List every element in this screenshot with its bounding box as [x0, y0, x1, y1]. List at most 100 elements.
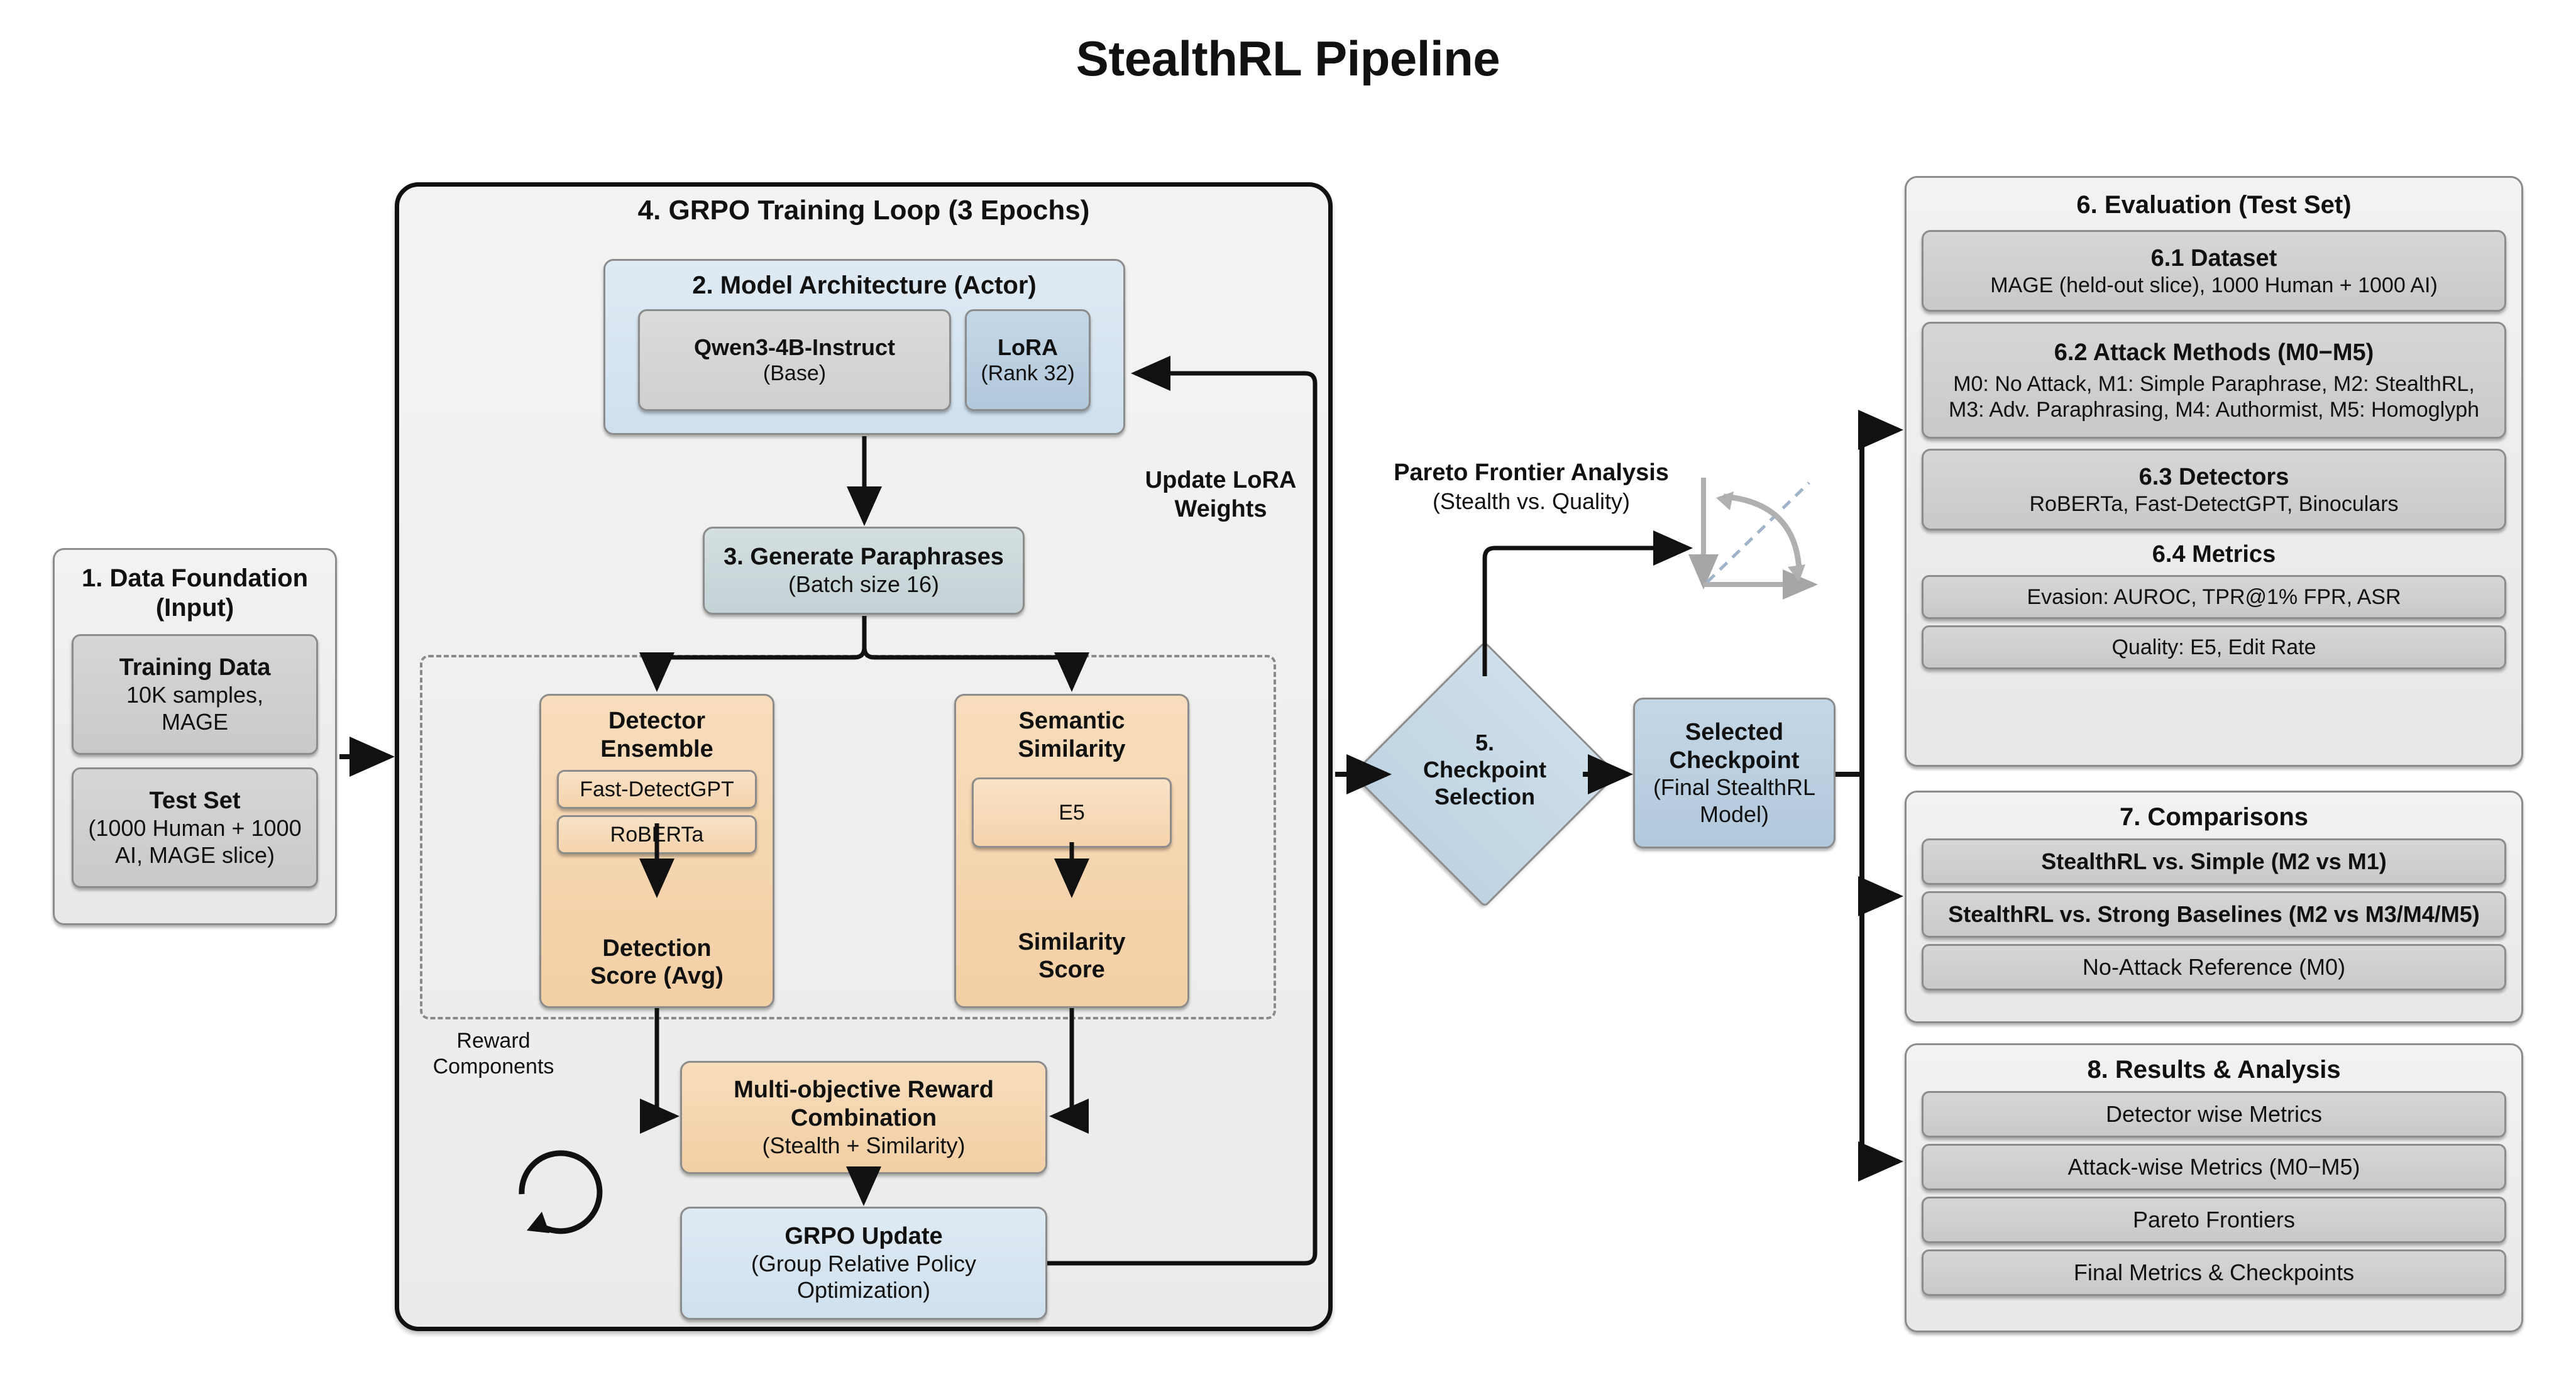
data-foundation-title-line1: 1. Data Foundation	[82, 564, 308, 592]
comparison-item-0: StealthRL vs. Simple (M2 vs M1)	[1922, 838, 2506, 886]
pareto-plot-icon	[1688, 478, 1818, 600]
results-item-0-label: Detector wise Metrics	[2105, 1100, 2323, 1127]
eval-dataset-box: 6.1 Dataset MAGE (held-out slice), 1000 …	[1922, 230, 2506, 312]
update-lora-weights-line2: Weights	[1174, 495, 1267, 522]
eval-attack-methods-line1: M0: No Attack, M1: Simple Paraphrase, M2…	[1953, 372, 2475, 397]
results-item-2-label: Pareto Frontiers	[2132, 1206, 2296, 1232]
checkpoint-selection-label: 5. Checkpoint Selection	[1372, 729, 1598, 811]
eval-metrics-title: 6.4 Metrics	[2152, 541, 2276, 568]
reward-combination-title-line2: Combination	[790, 1104, 937, 1131]
detection-score-line2: Score (Avg)	[590, 963, 724, 990]
detector-ensemble-title-line1: Detector	[608, 708, 706, 734]
checkpoint-selection-line3: Selection	[1434, 784, 1536, 810]
eval-attack-methods-line2: M3: Adv. Paraphrasing, M4: Authormist, M…	[1948, 397, 2480, 422]
reward-components-label-line1: Reward	[456, 1029, 531, 1053]
training-data-line1: 10K samples,	[126, 682, 264, 708]
grpo-training-loop-title: 4. GRPO Training Loop (3 Epochs)	[637, 195, 1090, 226]
grpo-update-title: GRPO Update	[784, 1223, 943, 1250]
training-data-title: Training Data	[119, 654, 271, 681]
test-set-line1: (1000 Human + 1000	[88, 815, 302, 842]
selected-checkpoint-box: Selected Checkpoint (Final StealthRL Mod…	[1633, 698, 1836, 848]
results-item-2: Pareto Frontiers	[1922, 1197, 2506, 1244]
eval-attack-methods-title: 6.2 Attack Methods (M0−M5)	[2054, 339, 2374, 366]
eval-dataset-detail: MAGE (held-out slice), 1000 Human + 1000…	[1990, 273, 2438, 297]
semantic-similarity-title-line2: Similarity	[1018, 735, 1126, 762]
eval-attack-methods-box: 6.2 Attack Methods (M0−M5) M0: No Attack…	[1922, 322, 2506, 439]
reward-combination-detail: (Stealth + Similarity)	[762, 1132, 966, 1158]
reward-components-label: Reward Components	[415, 1028, 572, 1080]
reward-combination-title-line1: Multi-objective Reward	[734, 1076, 994, 1103]
selected-checkpoint-line1: Selected	[1685, 718, 1784, 745]
evaluation-panel: 6. Evaluation (Test Set) 6.1 Dataset MAG…	[1905, 176, 2523, 767]
lora-detail: (Rank 32)	[981, 361, 1075, 386]
training-data-box: Training Data 10K samples, MAGE	[72, 634, 318, 755]
pareto-frontier-line2: (Stealth vs. Quality)	[1432, 488, 1631, 514]
data-foundation-title-line2: (Input)	[155, 594, 234, 622]
similarity-score-line2: Score	[1038, 957, 1105, 984]
eval-metrics-quality-box: Quality: E5, Edit Rate	[1922, 625, 2506, 670]
results-item-3: Final Metrics & Checkpoints	[1922, 1249, 2506, 1297]
detector-item-roberta-label: RoBERTa	[610, 822, 704, 847]
test-set-line2: AI, MAGE slice)	[114, 842, 275, 868]
test-set-title: Test Set	[149, 787, 241, 815]
reward-components-label-line2: Components	[432, 1054, 554, 1078]
eval-metrics-evasion-box: Evasion: AUROC, TPR@1% FPR, ASR	[1922, 575, 2506, 620]
generate-paraphrases-box: 3. Generate Paraphrases (Batch size 16)	[703, 527, 1025, 615]
similarity-score-line1: Similarity	[1018, 928, 1126, 955]
eval-detectors-title: 6.3 Detectors	[2138, 463, 2289, 490]
checkpoint-selection-line1: 5.	[1475, 730, 1495, 755]
grpo-update-box: GRPO Update (Group Relative Policy Optim…	[680, 1207, 1047, 1320]
checkpoint-selection-line2: Checkpoint	[1423, 757, 1546, 783]
base-model-title: Qwen3-4B-Instruct	[693, 334, 896, 360]
test-set-box: Test Set (1000 Human + 1000 AI, MAGE sli…	[72, 767, 318, 889]
results-item-3-label: Final Metrics & Checkpoints	[2073, 1259, 2355, 1285]
detector-ensemble-title-line2: Ensemble	[600, 735, 713, 762]
semantic-similarity-title-line1: Semantic	[1018, 708, 1125, 734]
evaluation-title: 6. Evaluation (Test Set)	[2076, 191, 2352, 219]
results-title: 8. Results & Analysis	[2087, 1056, 2341, 1083]
selected-checkpoint-line4: Model)	[1699, 801, 1770, 827]
semantic-similarity-box: Semantic Similarity E5 Similarity Score	[954, 694, 1189, 1008]
pareto-frontier-label: Pareto Frontier Analysis (Stealth vs. Qu…	[1368, 459, 1695, 515]
grpo-update-line1: (Group Relative Policy	[751, 1250, 977, 1276]
eval-metrics-quality-label: Quality: E5, Edit Rate	[2111, 635, 2316, 659]
reward-combination-box: Multi-objective Reward Combination (Stea…	[680, 1061, 1047, 1174]
page-title: StealthRL Pipeline	[1076, 31, 1500, 86]
update-lora-weights-line1: Update LoRA	[1145, 467, 1297, 493]
comparison-item-0-label: StealthRL vs. Simple (M2 vs M1)	[2041, 848, 2387, 874]
selected-checkpoint-line3: (Final StealthRL	[1653, 774, 1816, 801]
base-model-detail: (Base)	[762, 361, 827, 386]
base-model-box: Qwen3-4B-Instruct (Base)	[638, 309, 951, 412]
detector-item-roberta: RoBERTa	[557, 815, 757, 854]
model-architecture-panel: 2. Model Architecture (Actor) Qwen3-4B-I…	[603, 259, 1125, 435]
similarity-item-e5: E5	[972, 777, 1172, 848]
results-panel: 8. Results & Analysis Detector wise Metr…	[1905, 1043, 2523, 1332]
results-item-1-label: Attack-wise Metrics (M0−M5)	[2067, 1153, 2360, 1180]
eval-detectors-detail: RoBERTa, Fast-DetectGPT, Binoculars	[2029, 491, 2399, 516]
training-data-line2: MAGE	[161, 708, 228, 735]
eval-dataset-title: 6.1 Dataset	[2150, 244, 2277, 272]
grpo-update-line2: Optimization)	[796, 1277, 931, 1303]
lora-title: LoRA	[998, 334, 1058, 360]
comparison-item-1: StealthRL vs. Strong Baselines (M2 vs M3…	[1922, 891, 2506, 938]
data-foundation-panel: 1. Data Foundation (Input) Training Data…	[53, 548, 337, 925]
generate-paraphrases-detail: (Batch size 16)	[788, 571, 940, 598]
detector-item-fast-detectgpt-label: Fast-DetectGPT	[580, 777, 734, 801]
lora-box: LoRA (Rank 32)	[965, 309, 1091, 412]
update-lora-weights-label: Update LoRA Weights	[1120, 466, 1321, 524]
comparison-item-2: No-Attack Reference (M0)	[1922, 944, 2506, 991]
eval-metrics-evasion-label: Evasion: AUROC, TPR@1% FPR, ASR	[2027, 584, 2401, 609]
model-architecture-title: 2. Model Architecture (Actor)	[692, 272, 1037, 299]
comparison-item-1-label: StealthRL vs. Strong Baselines (M2 vs M3…	[1948, 901, 2480, 927]
detector-ensemble-box: Detector Ensemble Fast-DetectGPT RoBERTa…	[539, 694, 774, 1008]
comparisons-panel: 7. Comparisons StealthRL vs. Simple (M2 …	[1905, 791, 2523, 1023]
generate-paraphrases-title: 3. Generate Paraphrases	[724, 544, 1004, 571]
pareto-frontier-line1: Pareto Frontier Analysis	[1394, 459, 1669, 486]
results-item-0: Detector wise Metrics	[1922, 1091, 2506, 1138]
selected-checkpoint-line2: Checkpoint	[1669, 747, 1800, 774]
similarity-item-e5-label: E5	[1059, 800, 1085, 825]
detector-item-fast-detectgpt: Fast-DetectGPT	[557, 769, 757, 809]
results-item-1: Attack-wise Metrics (M0−M5)	[1922, 1144, 2506, 1191]
detection-score-line1: Detection	[602, 935, 712, 962]
